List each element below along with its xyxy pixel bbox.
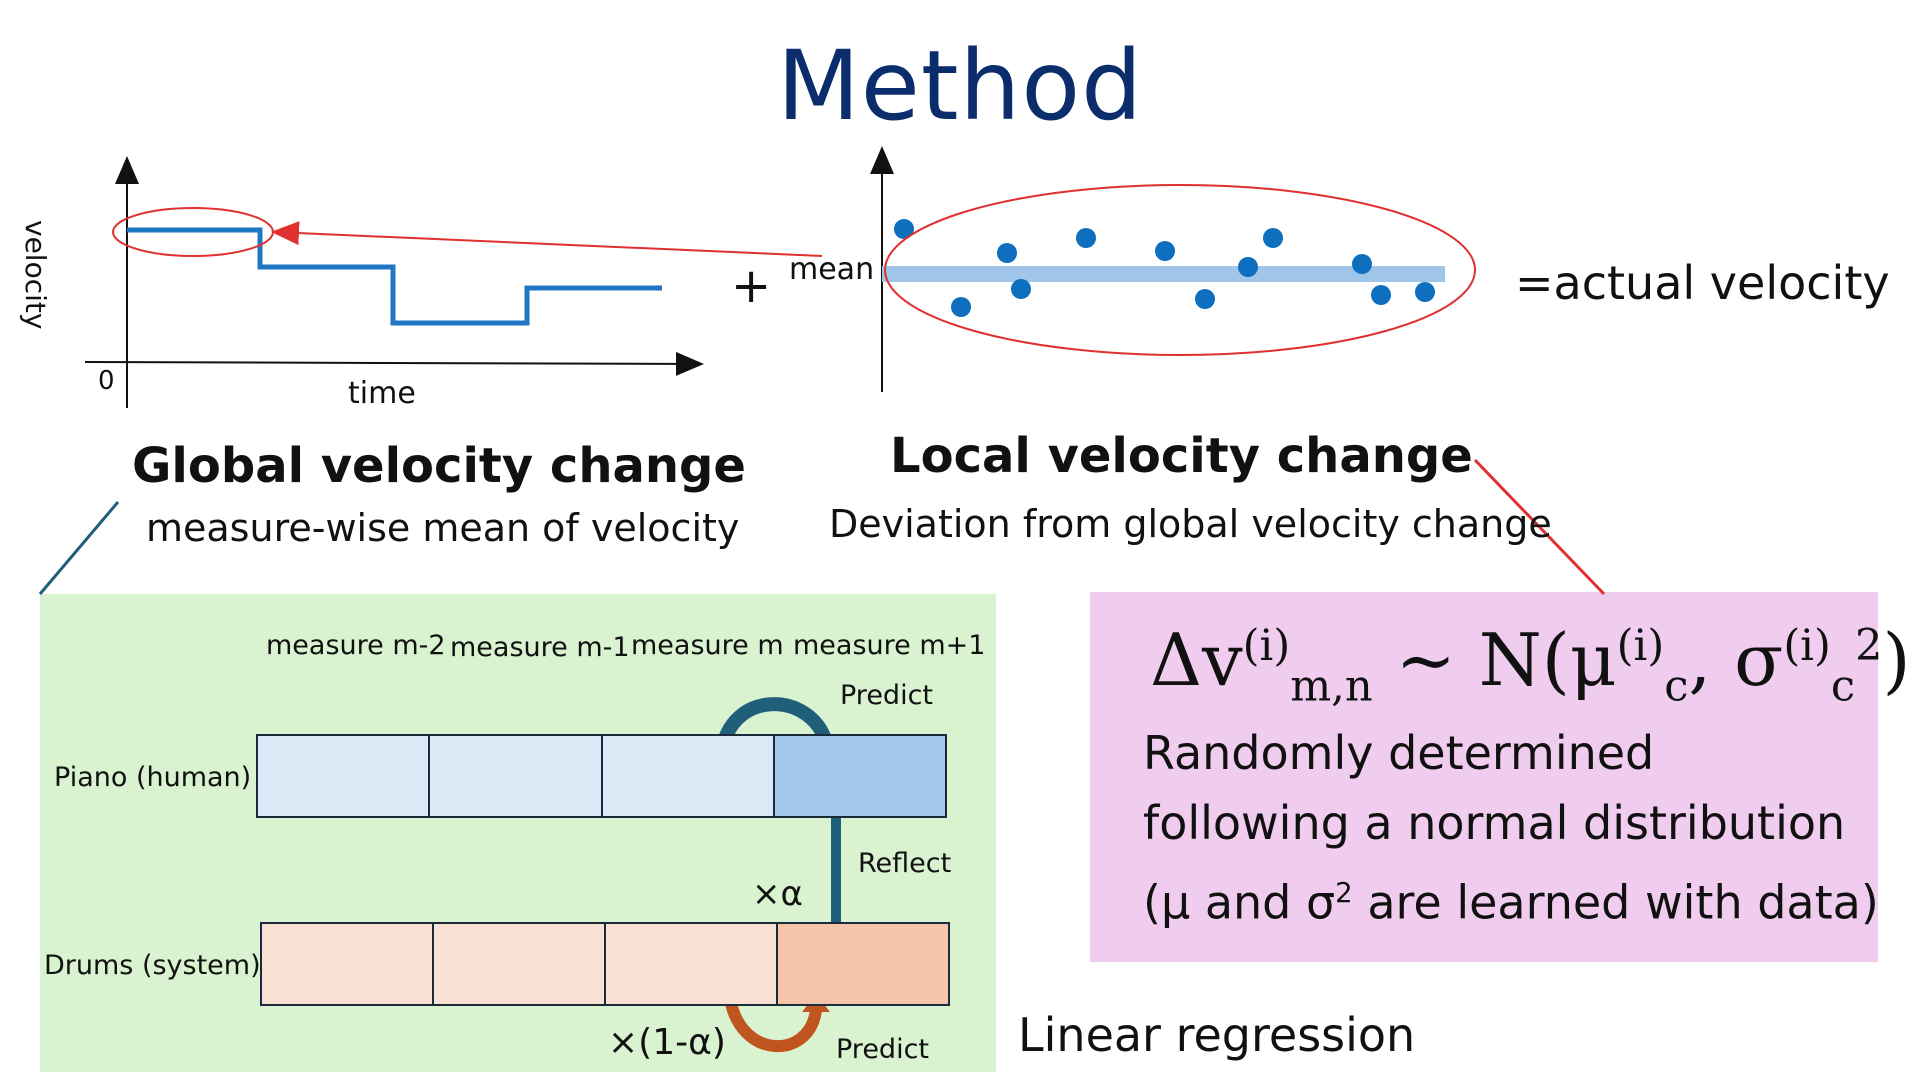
global-x-axis	[84, 351, 704, 376]
formula-sup-i: (i)	[1242, 621, 1291, 671]
drum-cell-predicted	[776, 922, 950, 1006]
drum-cell	[260, 922, 434, 1006]
predict-top-label: Predict	[840, 680, 933, 711]
data-point	[1076, 228, 1096, 248]
data-point	[1371, 285, 1391, 305]
one-minus-alpha-label: ×(1-α)	[608, 1022, 726, 1063]
formula-comma: , σ	[1688, 618, 1784, 702]
pink-line-3: (μ and σ2 are learned with data)	[1143, 858, 1879, 937]
formula-sub-c: c	[1664, 661, 1689, 712]
local-heading: Local velocity change	[890, 428, 1473, 484]
formula-delta: Δv	[1150, 618, 1243, 702]
data-point	[1352, 254, 1372, 274]
drum-cell	[604, 922, 778, 1006]
measure-label: measure m-2	[266, 630, 446, 661]
formula-close: )	[1882, 618, 1911, 702]
global-x-axis-label: time	[348, 376, 416, 411]
piano-cell	[256, 734, 430, 818]
pink-line-3b: are learned with data)	[1352, 875, 1879, 930]
plus-sign: +	[731, 258, 772, 314]
global-heading: Global velocity change	[132, 438, 746, 494]
global-origin-label: 0	[98, 366, 115, 396]
measure-label: measure m	[631, 630, 784, 661]
pink-line-3-sup: 2	[1335, 876, 1353, 909]
mean-label: mean	[789, 252, 875, 287]
global-step-line	[127, 227, 662, 326]
local-connector-line	[1473, 458, 1606, 596]
distribution-formula: Δv(i)m,n ∼ N(μ(i)c, σ(i)c2)	[1150, 618, 1911, 711]
global-subtitle: measure-wise mean of velocity	[146, 506, 740, 550]
slide-title: Method	[776, 30, 1144, 142]
formula-sup-i: (i)	[1783, 621, 1831, 671]
formula-sub-mn: m,n	[1290, 661, 1373, 712]
data-point	[1011, 279, 1031, 299]
predict-bottom-label: Predict	[836, 1034, 929, 1065]
drum-cell	[432, 922, 606, 1006]
mean-band	[882, 266, 1445, 282]
piano-label: Piano (human)	[54, 762, 252, 793]
global-connector-line	[38, 501, 120, 595]
data-point	[951, 297, 971, 317]
global-y-axis-label: velocity	[19, 220, 52, 330]
link-arrow	[271, 221, 823, 257]
linear-regression-label: Linear regression	[1018, 1008, 1416, 1062]
piano-cell	[428, 734, 603, 818]
formula-sq: 2	[1855, 621, 1883, 671]
actual-velocity-label: =actual velocity	[1515, 256, 1890, 310]
formula-panel	[1090, 592, 1878, 962]
data-point	[894, 219, 914, 239]
reflect-label: Reflect	[858, 848, 952, 879]
piano-cell-predicted	[773, 734, 947, 818]
pink-line-2: following a normal distribution	[1143, 796, 1846, 850]
predict-curve-arrow	[715, 697, 833, 759]
data-point	[1238, 257, 1258, 277]
data-point	[1263, 228, 1283, 248]
piano-cell	[601, 734, 775, 818]
data-point	[1195, 289, 1215, 309]
formula-tilde: ∼ N(μ	[1372, 618, 1617, 702]
pink-line-3a: (μ and σ	[1143, 875, 1336, 930]
drums-label: Drums (system)	[44, 950, 261, 981]
measure-label: measure m-1	[450, 632, 630, 663]
data-point	[997, 243, 1017, 263]
pink-line-1: Randomly determined	[1143, 726, 1655, 780]
formula-sub-c: c	[1830, 661, 1856, 712]
data-point	[1415, 282, 1435, 302]
data-point	[1155, 241, 1175, 261]
local-subtitle: Deviation from global velocity change	[829, 502, 1552, 546]
formula-sup-i: (i)	[1616, 621, 1665, 671]
drum-predict-curve-arrow	[724, 992, 822, 1052]
local-highlight-ellipse	[884, 184, 1476, 356]
alpha-label: ×α	[752, 874, 803, 914]
measure-label: measure m+1	[793, 630, 986, 661]
